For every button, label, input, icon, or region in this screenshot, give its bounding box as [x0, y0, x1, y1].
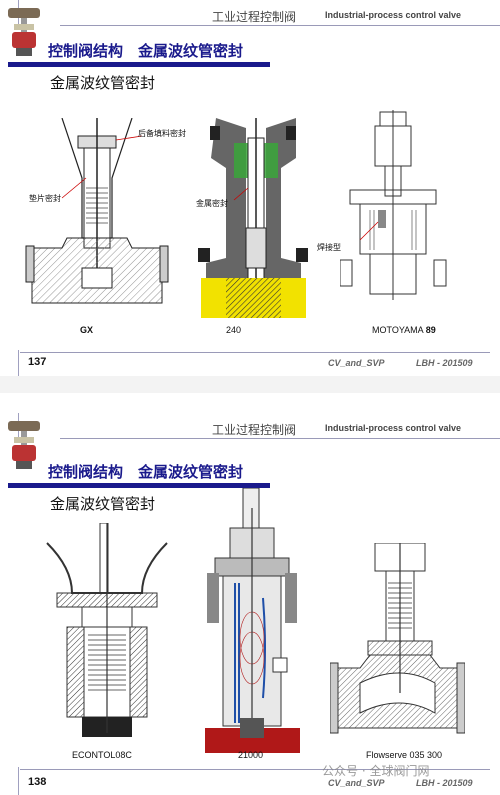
gasket-seal-label: 垫片密封	[29, 194, 61, 203]
slide-title: 控制阀结构 金属波纹管密封	[48, 463, 244, 481]
slide-header: 工业过程控制阀 Industrial-process control valve	[0, 0, 500, 26]
caption-motoyama-text: MOTOYAMA	[372, 325, 424, 335]
page-number: 138	[28, 776, 47, 788]
caption-econtol: ECONTOL08C	[72, 750, 132, 760]
caption-flowserve: Flowserve 035 300	[366, 750, 443, 760]
page-number: 137	[28, 356, 47, 368]
econtol-valve-diagram	[46, 523, 168, 737]
footer-author: LBH - 201509	[416, 778, 473, 788]
motoyama-valve-diagram	[340, 110, 447, 300]
slide-title-block: 控制阀结构 金属波纹管密封	[48, 461, 243, 482]
slide-subtitle: 金属波纹管密封	[50, 495, 156, 513]
caption-motoyama-number: 89	[425, 325, 436, 335]
slide-title-block: 控制阀结构 金属波纹管密封	[48, 40, 243, 61]
slide-gap	[0, 376, 500, 393]
header-title-en: Industrial-process control valve	[325, 10, 462, 20]
valve-240-diagram	[198, 118, 308, 318]
footer-course: CV_and_SVP	[328, 358, 385, 368]
caption-motoyama: MOTOYAMA 89	[372, 325, 436, 335]
footer-divider	[18, 767, 19, 795]
valve-21000-diagram	[205, 488, 300, 753]
slide-138: 工业过程控制阀 Industrial-process control valve…	[0, 393, 500, 795]
valve-logo-icon	[8, 421, 40, 469]
valve-logo-icon	[8, 8, 40, 56]
slide-title: 控制阀结构 金属波纹管密封	[48, 42, 244, 60]
gx-valve-diagram	[25, 118, 169, 304]
footer-rule	[20, 769, 490, 770]
footer-rule	[20, 352, 490, 353]
header-rule	[60, 438, 500, 439]
title-underline	[8, 483, 270, 488]
watermark: 公众号 · 全球阀门网	[322, 764, 430, 778]
metal-seal-label: 金属密封	[196, 199, 228, 208]
title-underline	[8, 62, 270, 67]
flowserve-valve-diagram	[330, 543, 465, 734]
backup-packing-label: 后备填料密封	[138, 129, 186, 138]
caption-240: 240	[226, 325, 242, 335]
caption-21000: 21000	[238, 750, 264, 760]
welded-type-label: 焊接型	[317, 243, 341, 252]
header-title-cn: 工业过程控制阀	[212, 10, 297, 24]
slide-137: 工业过程控制阀 Industrial-process control valve…	[0, 0, 500, 376]
header-title-cn: 工业过程控制阀	[212, 423, 297, 437]
caption-gx: GX	[80, 325, 94, 335]
footer-divider	[18, 350, 19, 376]
header-title-en: Industrial-process control valve	[325, 423, 462, 433]
footer-course: CV_and_SVP	[328, 778, 385, 788]
header-rule	[60, 25, 500, 26]
slide-subtitle: 金属波纹管密封	[50, 74, 156, 92]
footer-author: LBH - 201509	[416, 358, 473, 368]
slide-header: 工业过程控制阀 Industrial-process control valve	[0, 413, 500, 439]
